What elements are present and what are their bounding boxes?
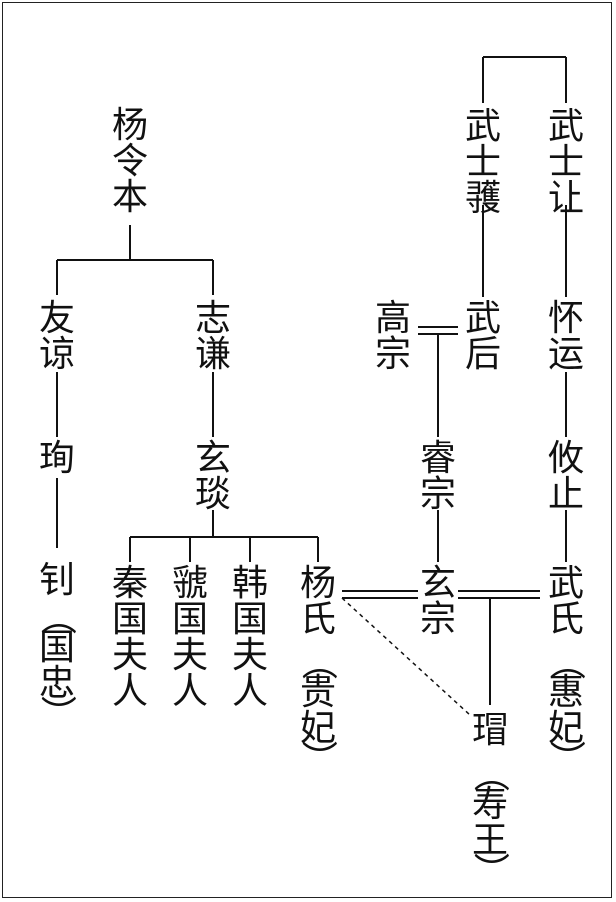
person-zhao: 钊	[39, 560, 75, 601]
person-xun: 珣	[39, 438, 75, 479]
person-zhiqian: 志谦	[195, 298, 231, 375]
person-xuanyan: 玄琰	[195, 438, 231, 515]
person-wu-shi-note: 惠妃	[548, 672, 584, 749]
person-mao-note: 寿王	[472, 784, 508, 861]
person-mao: 瑁	[472, 710, 508, 751]
person-yang-shi-note: 贵妃	[300, 672, 336, 749]
person-youliang: 友谅	[39, 298, 75, 375]
person-ruizong: 睿宗	[420, 438, 456, 515]
bracket-glyph: （	[546, 644, 587, 680]
bracket-glyph: （	[37, 599, 78, 635]
person-huaiyun: 怀运	[548, 298, 584, 375]
bracket-glyph: ）	[37, 695, 78, 731]
bracket-glyph: （	[298, 644, 339, 680]
person-qin-guo-furen: 秦国夫人	[112, 563, 148, 712]
person-gaozong: 高宗	[375, 298, 411, 375]
bracket-glyph: ）	[298, 740, 339, 776]
person-wu-shirang: 武士让	[548, 106, 584, 219]
person-zhao-note: 国忠	[39, 627, 75, 704]
connector-lines	[56, 56, 567, 716]
bracket-glyph: ）	[546, 740, 587, 776]
person-labels: 杨令本 友谅 珣 钊 国忠 志谦 玄琰 秦国夫人 虢国夫人 韩国夫人 杨氏 贵妃…	[37, 105, 587, 888]
person-yang-lingben: 杨令本	[112, 105, 148, 218]
bracket-glyph: ）	[470, 852, 511, 888]
person-guo-guo-furen: 虢国夫人	[172, 563, 208, 712]
person-wu-shihuo: 武士彟	[465, 106, 501, 219]
person-han-guo-furen: 韩国夫人	[232, 563, 268, 712]
person-youzhi: 攸止	[548, 438, 584, 515]
person-yang-shi: 杨氏	[300, 563, 336, 640]
person-xuanzong: 玄宗	[420, 563, 456, 640]
bracket-glyph: （	[470, 756, 511, 792]
person-wu-hou: 武后	[465, 298, 501, 375]
person-wu-shi: 武氏	[548, 563, 584, 640]
